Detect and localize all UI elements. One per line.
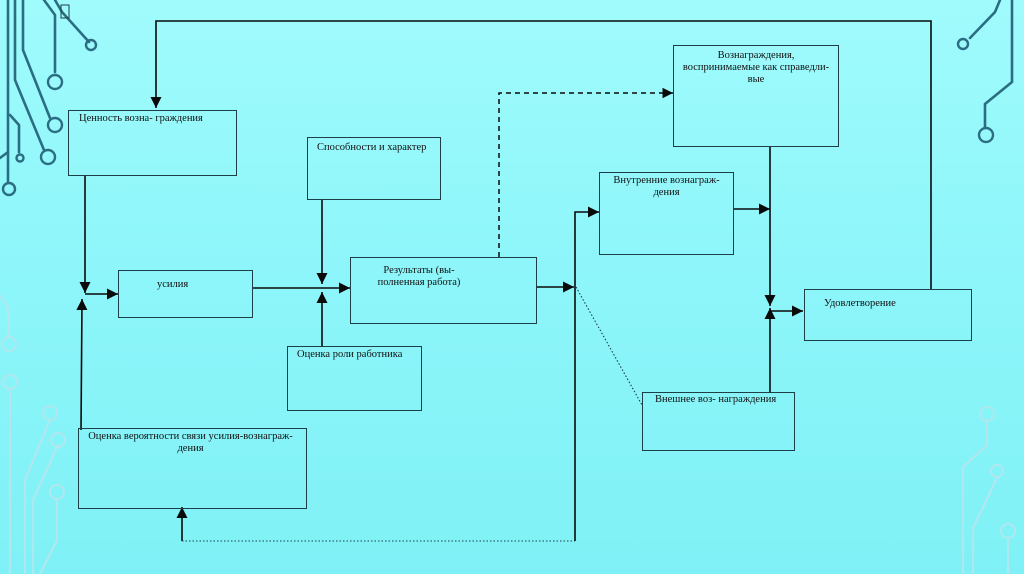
- node-satisfaction: Удовлетворение: [804, 289, 972, 341]
- circuit-node: [42, 405, 58, 421]
- circuit-trace: [8, 113, 21, 154]
- node-effort-label: усилия: [157, 279, 189, 290]
- node-intrinsic-rewards: Внутренние вознаграж- дения: [599, 172, 734, 255]
- node-effort: усилия: [118, 270, 253, 318]
- node-results-label: Результаты (вы- полненная работа): [377, 265, 461, 288]
- circuit-node: [956, 37, 970, 51]
- edge-probability-to-effort-junction: [76, 298, 88, 431]
- node-reward-value-label: Ценность возна- граждения: [79, 113, 203, 124]
- circuit-trace: [961, 418, 989, 574]
- edge-satisfaction-to-reward-value: [150, 20, 932, 289]
- circuit-trace: [13, 0, 46, 152]
- circuit-trace: [0, 294, 10, 337]
- circuit-trace: [53, 0, 91, 44]
- node-role-perception: Оценка роли работника: [287, 346, 422, 411]
- node-effort-reward-probability: Оценка вероятности связи усилия-вознагра…: [78, 428, 307, 509]
- node-abilities-label: Способности и характер: [317, 142, 427, 153]
- node-role-perception-label: Оценка роли работника: [297, 349, 403, 360]
- node-fair-rewards: Вознаграждения, воспринимаемые как справ…: [673, 45, 839, 147]
- node-fair-rewards-label: Вознаграждения, воспринимаемые как справ…: [682, 50, 830, 85]
- circuit-node: [46, 116, 64, 134]
- placeholder-glyph: [60, 4, 70, 19]
- circuit-node: [39, 148, 57, 166]
- circuit-node: [1000, 523, 1016, 539]
- edge-splitter-vertical: [574, 206, 599, 541]
- circuit-trace: [23, 418, 52, 574]
- node-abilities: Способности и характер: [307, 137, 441, 200]
- circuit-trace: [31, 443, 60, 574]
- circuit-node: [50, 432, 66, 448]
- circuit-trace: [0, 150, 10, 160]
- node-reward-value: Ценность возна- граждения: [68, 110, 237, 176]
- node-effort-reward-probability-label: Оценка вероятности связи усилия-вознагра…: [88, 431, 293, 454]
- circuit-trace: [971, 476, 999, 574]
- circuit-node: [15, 153, 25, 163]
- circuit-node: [977, 126, 995, 144]
- node-extrinsic-rewards-label: Внешнее воз- награждения: [655, 394, 777, 405]
- circuit-node: [1, 336, 17, 352]
- circuit-trace: [21, 0, 52, 120]
- circuit-node: [46, 73, 64, 91]
- edge-results-to-extrinsic: [575, 286, 643, 406]
- edge-results-to-fair-rewards: [498, 87, 673, 257]
- circuit-node: [990, 464, 1004, 478]
- circuit-trace: [983, 0, 1014, 129]
- circuit-trace: [968, 0, 1002, 40]
- circuit-node: [1, 181, 17, 197]
- circuit-node: [84, 38, 98, 52]
- node-intrinsic-rewards-label: Внутренние вознаграж- дения: [613, 175, 720, 198]
- circuit-trace: [38, 498, 59, 574]
- node-extrinsic-rewards: Внешнее воз- награждения: [642, 392, 795, 451]
- node-results: Результаты (вы- полненная работа): [350, 257, 537, 324]
- circuit-node: [979, 406, 995, 422]
- node-satisfaction-label: Удовлетворение: [824, 298, 896, 309]
- circuit-trace: [42, 0, 57, 74]
- circuit-node: [49, 484, 65, 500]
- circuit-node: [2, 374, 18, 390]
